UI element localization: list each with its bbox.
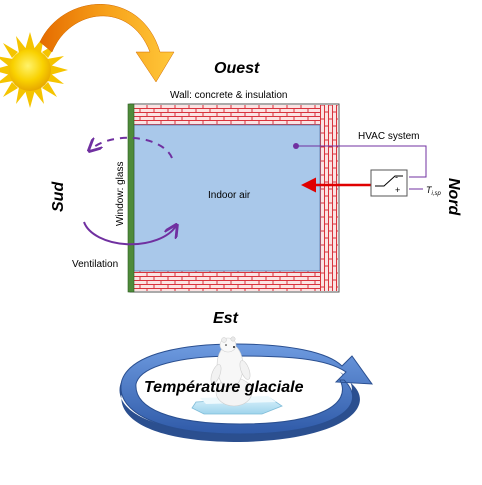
freezing-banner: Température glaciale xyxy=(144,379,304,396)
indoor-air-label: Indoor air xyxy=(208,190,251,201)
cold-ring xyxy=(119,343,374,442)
sun-path-arrow xyxy=(39,4,175,83)
north-label: Nord xyxy=(445,178,462,217)
minus-sign: - xyxy=(395,172,398,182)
wall-top xyxy=(131,105,338,125)
ventilation-label: Ventilation xyxy=(72,259,118,270)
hvac-control-loop xyxy=(293,143,427,193)
plus-sign: + xyxy=(395,185,400,195)
west-label: Ouest xyxy=(214,60,260,77)
east-label: Est xyxy=(213,310,239,327)
comparator-icon: - + xyxy=(370,169,408,197)
hvac-label: HVAC system xyxy=(358,131,420,142)
wall-bottom xyxy=(131,271,338,291)
wall-label: Wall: concrete & insulation xyxy=(170,90,287,101)
polar-bear-icon xyxy=(210,336,253,407)
building xyxy=(127,103,340,293)
window-label: Window: glass xyxy=(115,162,126,226)
sun-icon xyxy=(0,32,68,108)
setpoint-label: Ti,sp xyxy=(426,185,442,197)
window xyxy=(127,103,135,293)
south-label: Sud xyxy=(50,181,67,212)
ventilation-flow xyxy=(83,136,176,246)
wall-right xyxy=(320,105,338,291)
